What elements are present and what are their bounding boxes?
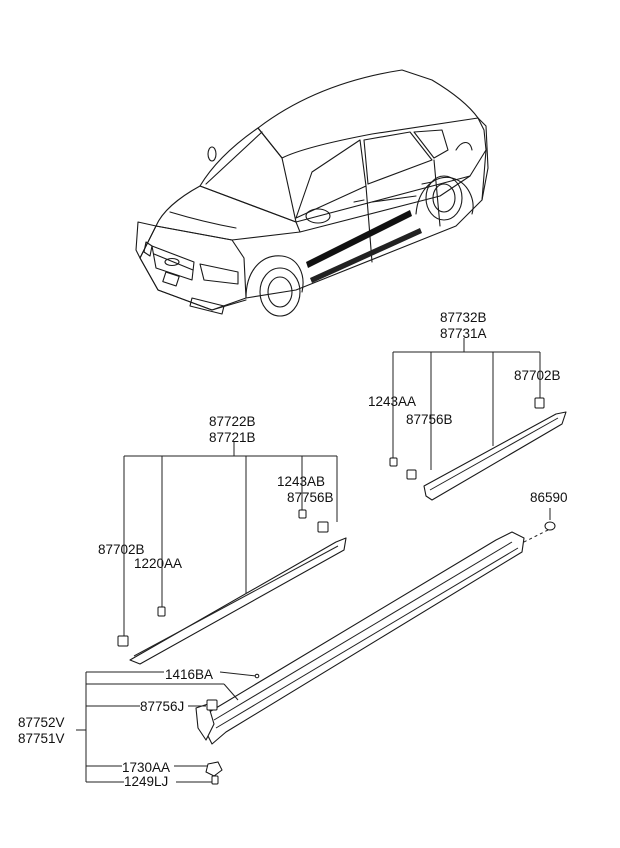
- label-sill-rivet: 1416BA: [165, 667, 213, 682]
- label-front-screw: 1243AB: [277, 474, 325, 489]
- rear-clip-a-icon: [534, 397, 545, 409]
- label-sill-screw: 1249LJ: [124, 774, 168, 789]
- front-bolt-icon: [157, 606, 166, 617]
- rear-clip-b-icon: [406, 469, 417, 480]
- front-door-trim-group: 87722B 87721B 1243AB 87756B 87702B 1220A…: [98, 414, 347, 665]
- rear-screw-icon: [389, 457, 398, 467]
- label-front-trim-lower: 87721B: [209, 430, 256, 445]
- car-illustration: [135, 69, 489, 317]
- label-sill-lower: 87751V: [18, 731, 65, 746]
- side-sill-group: 86590 1416BA 87756J 87752V 87751V 1730AA…: [18, 490, 568, 789]
- front-door-moulding: [129, 537, 347, 665]
- sill-clip-icon: [206, 699, 218, 711]
- label-front-clip-b: 87756B: [287, 490, 334, 505]
- label-rear-trim-upper: 87732B: [440, 310, 487, 325]
- label-rear-screw: 1243AA: [368, 394, 416, 409]
- label-cap: 86590: [530, 490, 568, 505]
- label-rear-trim-lower: 87731A: [440, 326, 487, 341]
- label-front-clip-a: 87702B: [98, 542, 145, 557]
- label-sill-nut: 1730AA: [122, 760, 170, 775]
- sill-nut-icon: [205, 761, 223, 777]
- label-front-bolt: 1220AA: [134, 556, 182, 571]
- label-sill-clip: 87756J: [140, 699, 184, 714]
- front-screw-icon: [298, 509, 307, 519]
- label-sill-upper: 87752V: [18, 715, 65, 730]
- sill-rivet-icon: [254, 673, 260, 679]
- label-rear-clip-a: 87702B: [514, 368, 561, 383]
- cap-icon: [544, 521, 556, 531]
- front-clip-a-icon: [117, 635, 129, 647]
- front-clip-b-icon: [317, 521, 329, 533]
- rear-door-trim-group: 87732B 87731A 87702B 1243AA 87756B: [368, 310, 567, 501]
- label-rear-clip-b: 87756B: [406, 412, 453, 427]
- sill-screw-icon: [211, 775, 219, 785]
- label-front-trim-upper: 87722B: [209, 414, 256, 429]
